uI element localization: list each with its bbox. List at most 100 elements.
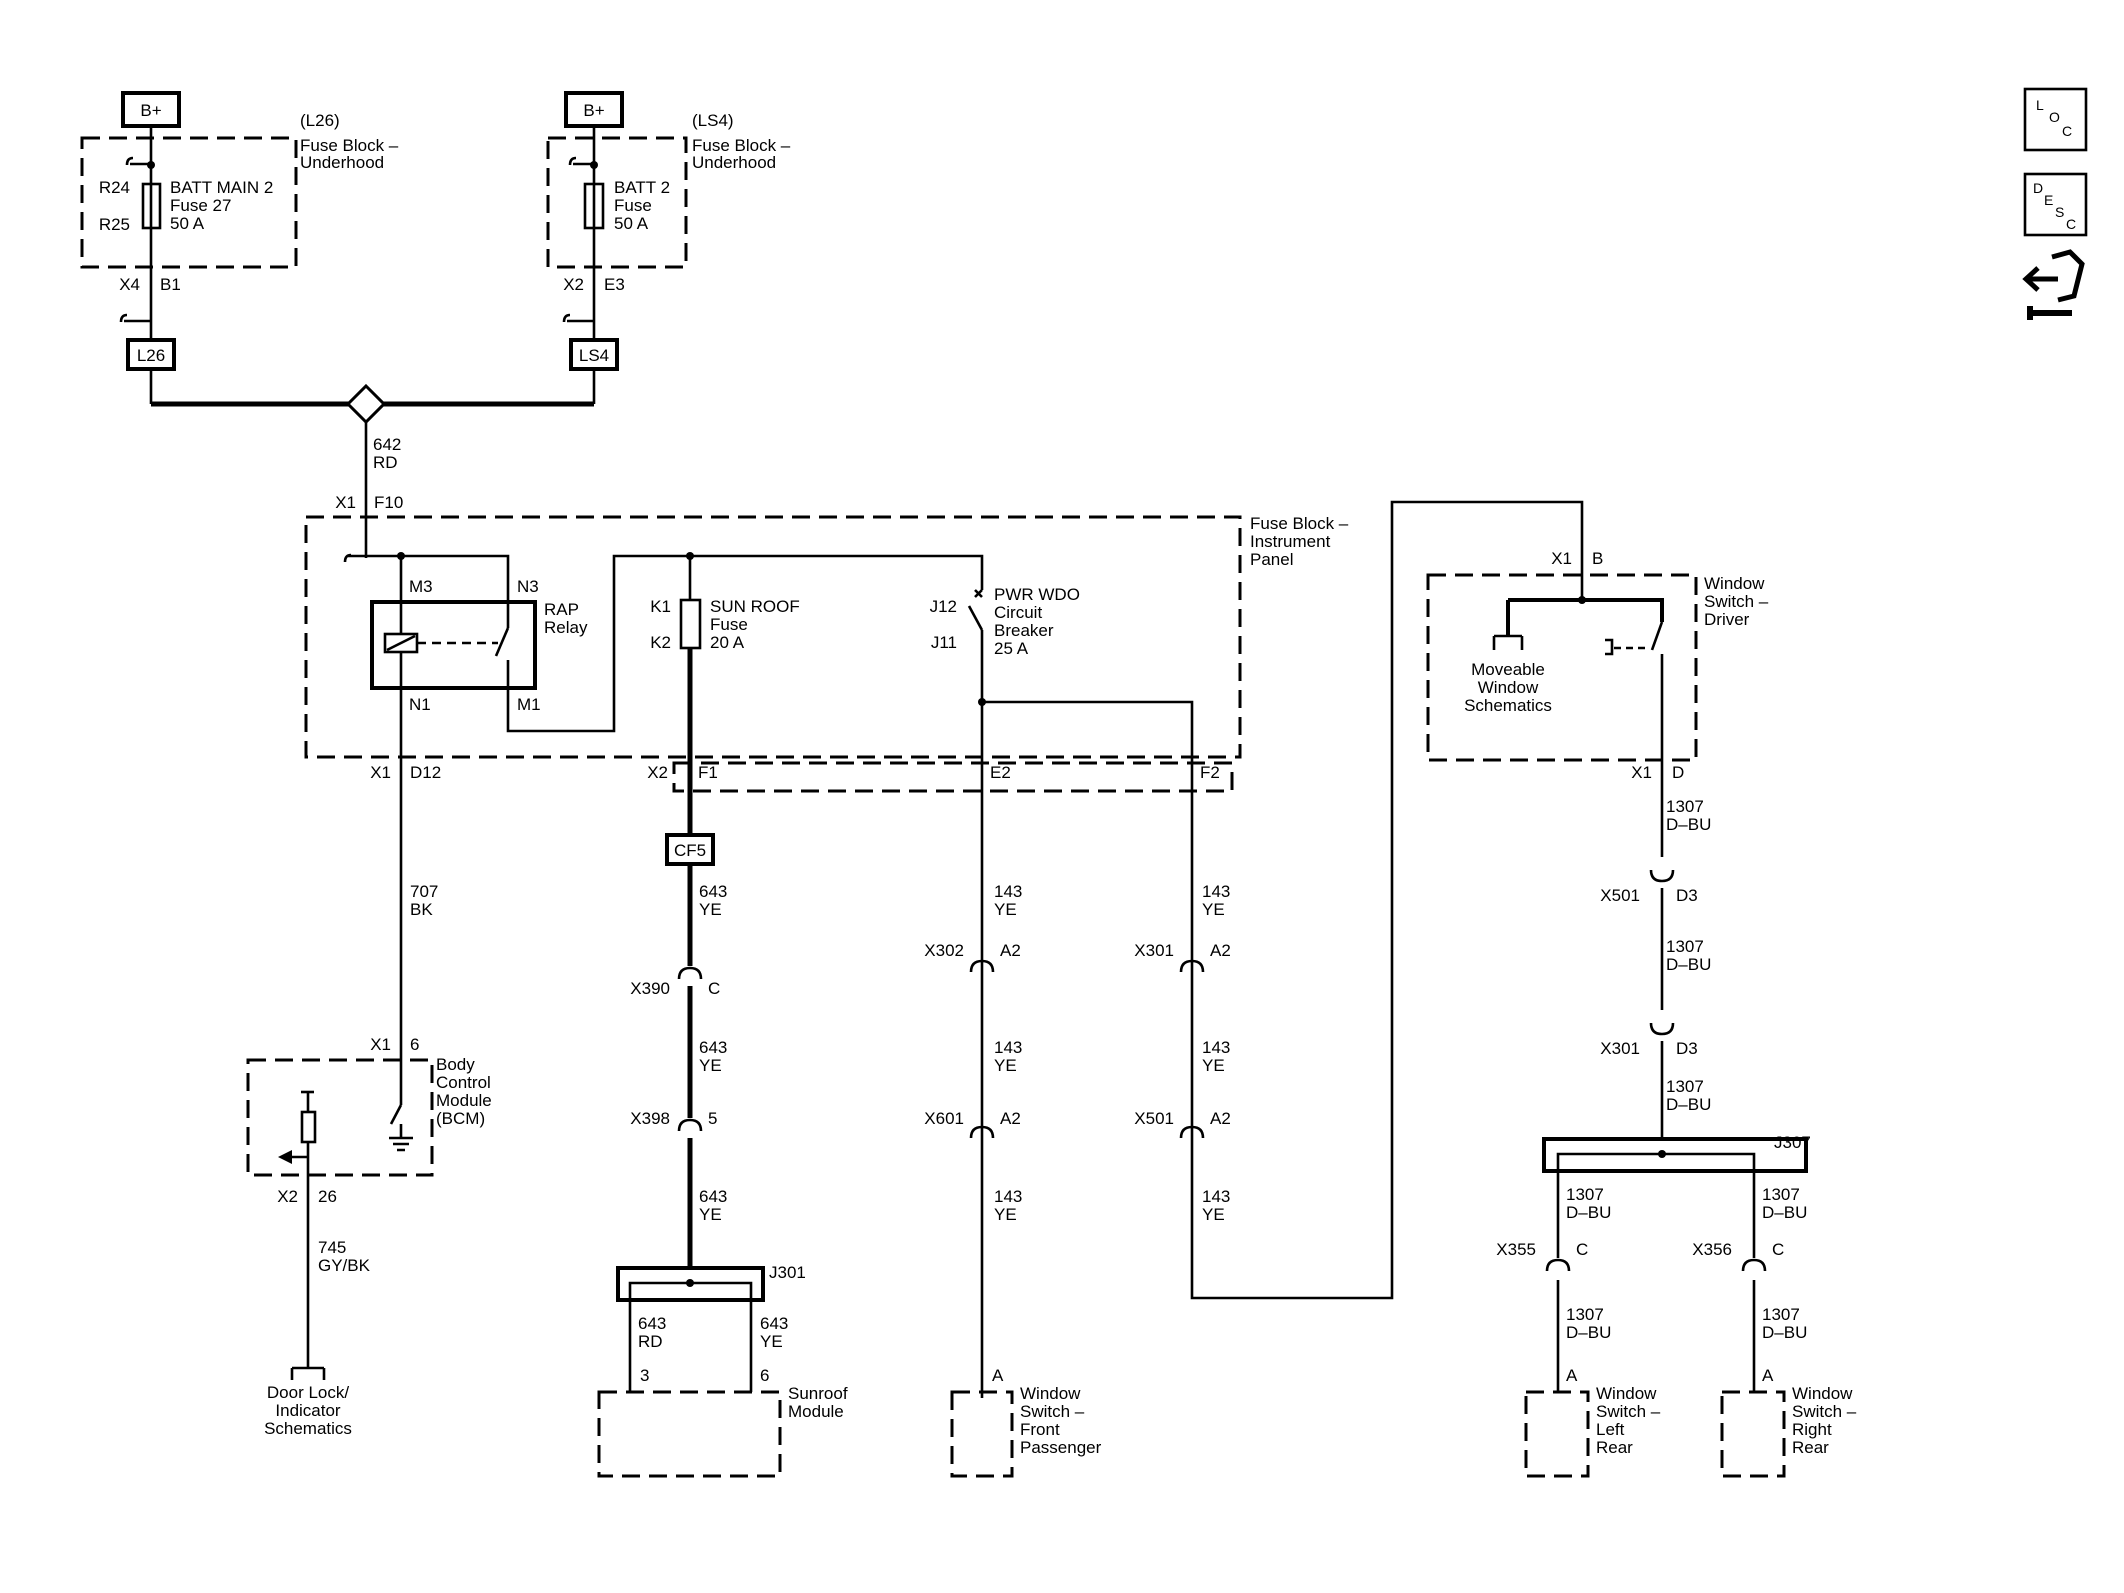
driver-switch-label-1: Window bbox=[1704, 574, 1765, 593]
desc-button[interactable]: D E S C bbox=[2023, 172, 2088, 237]
wire-1307-2-color: D–BU bbox=[1666, 955, 1711, 974]
fuse-block-ip-label-1: Fuse Block – bbox=[1250, 514, 1349, 533]
wire-143-dr-2-circuit: 143 bbox=[1202, 1038, 1230, 1057]
door-lock-ref-3: Schematics bbox=[264, 1419, 352, 1438]
conn-x302: X302 bbox=[924, 941, 964, 960]
pin-e3: E3 bbox=[604, 275, 625, 294]
moveable-window-ref-3: Schematics bbox=[1464, 696, 1552, 715]
pin-x501-a2: A2 bbox=[1210, 1109, 1231, 1128]
right-rear-label-1: Window bbox=[1792, 1384, 1853, 1403]
conn-x355: X355 bbox=[1496, 1240, 1536, 1259]
window-switch-driver bbox=[1426, 573, 1698, 762]
window-switch-right-rear bbox=[1720, 1390, 1786, 1478]
wire-1307-1-color: D–BU bbox=[1666, 815, 1711, 834]
battery-label-left: B+ bbox=[140, 101, 161, 120]
wire-143-dr-2-color: YE bbox=[1202, 1056, 1225, 1075]
ground-symbol bbox=[389, 1136, 413, 1152]
battery-label-right: B+ bbox=[583, 101, 604, 120]
bcm-label-4: (BCM) bbox=[436, 1109, 485, 1128]
splice-cf5-label: CF5 bbox=[674, 841, 706, 860]
fuse-batt-2-label-3: 50 A bbox=[614, 214, 649, 233]
desc-glyph-d: D bbox=[2033, 180, 2043, 196]
pin-x355: C bbox=[1576, 1240, 1588, 1259]
connector-x302 bbox=[969, 959, 995, 973]
driver-switch-label-3: Driver bbox=[1704, 610, 1750, 629]
wire-1307-r-color: D–BU bbox=[1762, 1203, 1807, 1222]
wire-1307-3-circuit: 1307 bbox=[1666, 1077, 1704, 1096]
fuse-block-ls4-label-2: Underhood bbox=[692, 153, 776, 172]
wire-643-ye-color: YE bbox=[760, 1332, 783, 1351]
right-rear-label-4: Rear bbox=[1792, 1438, 1829, 1457]
conn-x501-d3: X501 bbox=[1600, 886, 1640, 905]
wire-1307-l2-circuit: 1307 bbox=[1566, 1305, 1604, 1324]
pin-b1: B1 bbox=[160, 275, 181, 294]
pin-x501-d3: D3 bbox=[1676, 886, 1698, 905]
wire-1307-3-color: D–BU bbox=[1666, 1095, 1711, 1114]
wire-643-2-color: YE bbox=[699, 1056, 722, 1075]
wire-707-color: BK bbox=[410, 900, 433, 919]
connector-x390 bbox=[677, 966, 703, 980]
conn-x601: X601 bbox=[924, 1109, 964, 1128]
splice-l26-label: L26 bbox=[137, 346, 165, 365]
wire-143-dr-1-color: YE bbox=[1202, 900, 1225, 919]
fuse-block-l26-label-2: Underhood bbox=[300, 153, 384, 172]
relay-m1: M1 bbox=[517, 695, 541, 714]
breaker-label-4: 25 A bbox=[994, 639, 1029, 658]
connector-x301-d3 bbox=[1649, 1022, 1675, 1036]
wire-643-2-circuit: 643 bbox=[699, 1038, 727, 1057]
pin-b: B bbox=[1592, 549, 1603, 568]
wire-143-fp-2-circuit: 143 bbox=[994, 1038, 1022, 1057]
front-pass-pin-a: A bbox=[992, 1366, 1004, 1385]
sunroof-module bbox=[597, 1390, 782, 1478]
wire-1307-2-circuit: 1307 bbox=[1666, 937, 1704, 956]
wire-1307-l-circuit: 1307 bbox=[1566, 1185, 1604, 1204]
pullup-resistor bbox=[300, 1110, 317, 1144]
bcm-label-3: Module bbox=[436, 1091, 492, 1110]
loc-button[interactable]: L O C bbox=[2023, 87, 2088, 152]
left-rear-label-2: Switch – bbox=[1596, 1402, 1661, 1421]
fuse-block-underhood-l26 bbox=[80, 136, 298, 269]
sunroof-module-label-2: Module bbox=[788, 1402, 844, 1421]
wire-643-1-circuit: 643 bbox=[699, 882, 727, 901]
fuse-sunroof-label-3: 20 A bbox=[710, 633, 745, 652]
wire-1307-r-circuit: 1307 bbox=[1762, 1185, 1800, 1204]
fuse-sunroof-label-2: Fuse bbox=[710, 615, 748, 634]
pin-d: D bbox=[1672, 763, 1684, 782]
window-switch-front-passenger bbox=[950, 1390, 1014, 1478]
fuse-block-instrument-panel bbox=[304, 515, 1242, 759]
pin-j12: J12 bbox=[930, 597, 957, 616]
door-lock-ref-1: Door Lock/ bbox=[267, 1383, 349, 1402]
fuse-block-underhood-ls4 bbox=[546, 136, 688, 269]
loc-glyph-o: O bbox=[2049, 109, 2060, 125]
connector-tool-icon[interactable] bbox=[2022, 249, 2085, 320]
sunroof-pin-6: 6 bbox=[760, 1366, 769, 1385]
option-ls4: (LS4) bbox=[692, 111, 734, 130]
pin-6: 6 bbox=[410, 1035, 419, 1054]
wire-643-3-color: YE bbox=[699, 1205, 722, 1224]
conn-x301-d3: X301 bbox=[1600, 1039, 1640, 1058]
fuse-batt-2-label-1: BATT 2 bbox=[614, 178, 670, 197]
splice-j301-label: J301 bbox=[769, 1263, 806, 1282]
fuse-batt-main-2-label-2: Fuse 27 bbox=[170, 196, 231, 215]
right-rear-pin-a: A bbox=[1762, 1366, 1774, 1385]
wire-642-color: RD bbox=[373, 453, 398, 472]
bcm-label-2: Control bbox=[436, 1073, 491, 1092]
term-r25: R25 bbox=[99, 215, 130, 234]
pin-26: 26 bbox=[318, 1187, 337, 1206]
pin-x301-a2: A2 bbox=[1210, 941, 1231, 960]
conn-x390: X390 bbox=[630, 979, 670, 998]
splice-cf5 bbox=[665, 833, 715, 866]
connector-x2-outline bbox=[672, 761, 1234, 793]
fuse-batt-main-2-label-1: BATT MAIN 2 bbox=[170, 178, 273, 197]
bcm-label-1: Body bbox=[436, 1055, 475, 1074]
wire-643-rd-color: RD bbox=[638, 1332, 663, 1351]
pin-f2: F2 bbox=[1200, 763, 1220, 782]
conn-x356: X356 bbox=[1692, 1240, 1732, 1259]
loc-glyph-l: L bbox=[2036, 97, 2044, 113]
conn-x4: X4 bbox=[119, 275, 140, 294]
conn-x501-a2: X501 bbox=[1134, 1109, 1174, 1128]
wire-143-dr-3-circuit: 143 bbox=[1202, 1187, 1230, 1206]
door-lock-ref-2: Indicator bbox=[275, 1401, 341, 1420]
breaker-label-3: Breaker bbox=[994, 621, 1054, 640]
connector-x501-d3 bbox=[1649, 869, 1675, 883]
